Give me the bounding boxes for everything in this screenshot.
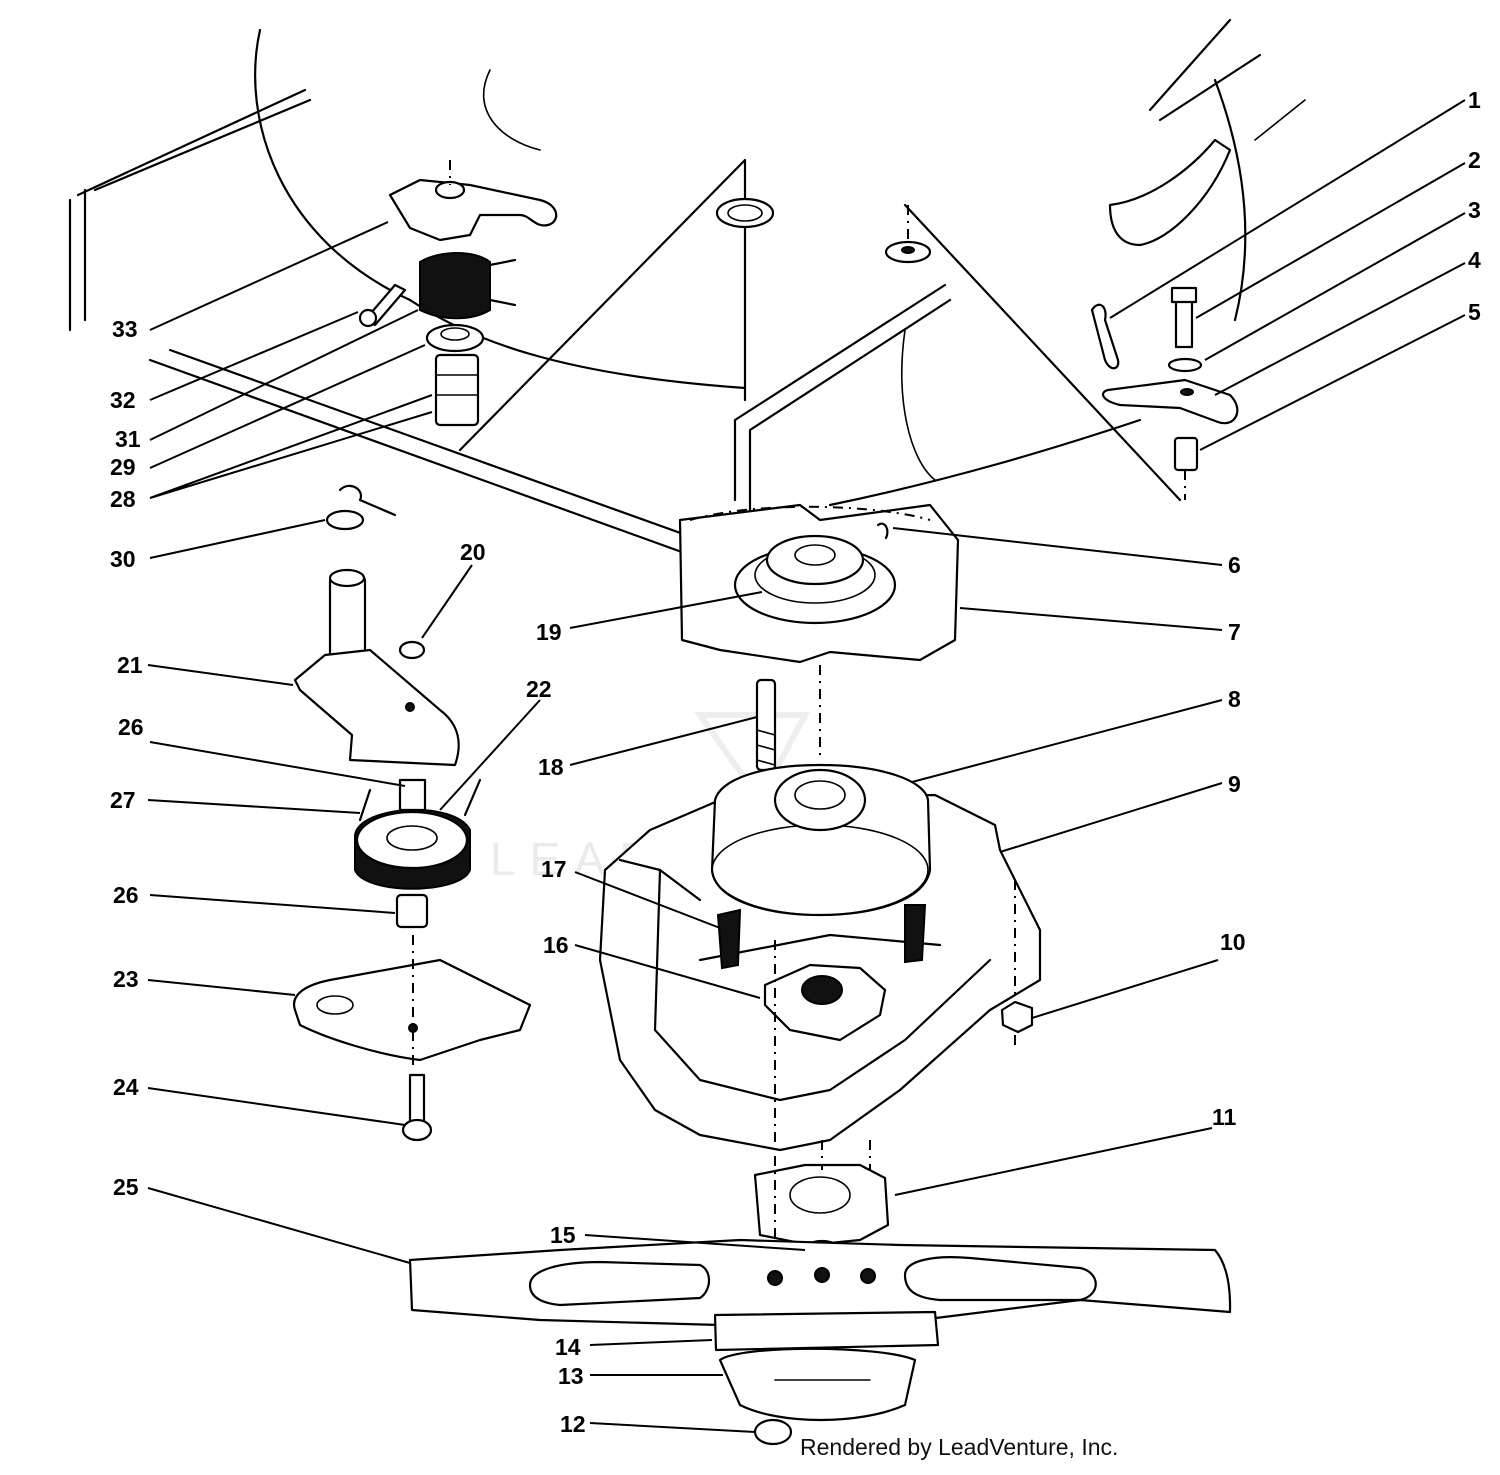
callout-8: 8 xyxy=(1228,686,1241,712)
callout-15: 15 xyxy=(550,1222,576,1248)
callout-33: 33 xyxy=(112,316,138,342)
callout-18: 18 xyxy=(538,754,564,780)
idler-pulley-stack xyxy=(292,484,532,1142)
leader-lines xyxy=(147,99,1466,1433)
blade-assembly xyxy=(408,1238,1232,1446)
callout-9: 9 xyxy=(1228,771,1241,797)
callout-27: 27 xyxy=(110,787,136,813)
callout-16: 16 xyxy=(543,932,569,958)
callout-11: 11 xyxy=(1212,1104,1237,1130)
callout-22: 22 xyxy=(526,676,552,702)
callout-3: 3 xyxy=(1468,197,1481,223)
callout-2: 2 xyxy=(1468,147,1481,173)
callout-28: 28 xyxy=(110,486,136,512)
callout-24: 24 xyxy=(113,1074,139,1100)
callout-20: 20 xyxy=(460,539,486,565)
callout-labels: 1 2 3 4 5 6 7 8 9 10 11 12 13 14 15 16 1… xyxy=(110,87,1481,1437)
callout-12: 12 xyxy=(560,1411,586,1437)
callout-26-upper: 26 xyxy=(118,714,144,740)
idler-arm-parts xyxy=(358,160,558,427)
callout-26-lower: 26 xyxy=(113,882,139,908)
callout-10: 10 xyxy=(1220,929,1246,955)
callout-17: 17 xyxy=(541,856,567,882)
callout-32: 32 xyxy=(110,387,136,413)
credit-text: Rendered by LeadVenture, Inc. xyxy=(800,1434,1119,1460)
callout-5: 5 xyxy=(1468,299,1481,325)
callout-21: 21 xyxy=(117,652,143,678)
callout-14: 14 xyxy=(555,1334,581,1360)
callout-23: 23 xyxy=(113,966,139,992)
callout-19: 19 xyxy=(536,619,562,645)
callout-25: 25 xyxy=(113,1174,139,1200)
callout-7: 7 xyxy=(1228,619,1241,645)
callout-4: 4 xyxy=(1468,247,1481,273)
upper-right-parts xyxy=(1090,286,1239,500)
callout-1: 1 xyxy=(1468,87,1481,113)
callout-31: 31 xyxy=(115,426,141,452)
spindle-assembly xyxy=(598,503,1042,1290)
mower-deck-outline xyxy=(68,18,1306,582)
callout-29: 29 xyxy=(110,454,136,480)
callout-13: 13 xyxy=(558,1363,584,1389)
callout-6: 6 xyxy=(1228,552,1241,578)
callout-30: 30 xyxy=(110,546,136,572)
